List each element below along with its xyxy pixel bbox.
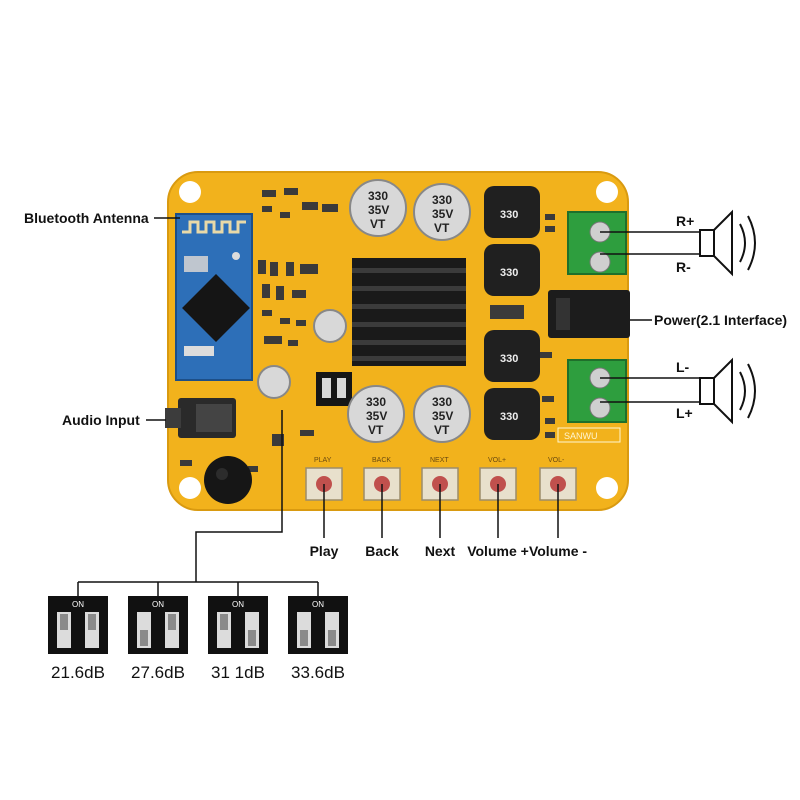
dip-lever <box>140 630 148 646</box>
callout-lines <box>77 217 700 596</box>
dip-gain-label: 31 1dB <box>211 663 265 682</box>
button-volminus[interactable]: VOL- Volume - <box>529 457 587 559</box>
inductor-text: 330 <box>500 353 518 365</box>
r-plus-label: R+ <box>676 213 694 229</box>
capacitor-bottom-right: 330 35V VT <box>413 385 471 443</box>
r-minus-label: R- <box>676 259 691 275</box>
cap-text-1: 330 <box>432 193 452 207</box>
cap-text-2: 35V <box>432 207 453 221</box>
button-silk-label: VOL+ <box>488 457 506 464</box>
dip-on-label: ON <box>312 600 324 609</box>
cap-text-3: VT <box>434 423 450 437</box>
dip-lever <box>248 630 256 646</box>
dip-gain-label: 27.6dB <box>131 663 185 682</box>
button-label: Volume + <box>467 543 529 559</box>
button-silk-label: VOL- <box>548 457 565 464</box>
brand-silkscreen: SANWU <box>557 427 621 443</box>
inductor-4: 330 <box>484 388 540 440</box>
inductor-3: 330 <box>484 330 540 382</box>
capacitor-small <box>257 309 347 399</box>
capacitor-top-right: 330 35V VT <box>413 183 471 241</box>
bluetooth-antenna-label: Bluetooth Antenna <box>24 210 149 226</box>
cap-text-1: 330 <box>368 189 388 203</box>
dip-on-label: ON <box>232 600 244 609</box>
heatsink <box>352 258 466 366</box>
bluetooth-module <box>175 213 253 381</box>
dip-gain-label: 33.6dB <box>291 663 345 682</box>
cap-text-2: 35V <box>366 409 387 423</box>
brand-text: SANWU <box>564 431 598 441</box>
button-label: Play <box>310 543 339 559</box>
dip-lever <box>220 614 228 630</box>
capacitor-top-left: 330 35V VT <box>349 179 407 237</box>
button-volplus[interactable]: VOL+ Volume + <box>467 457 529 559</box>
button-play[interactable]: PLAY Play <box>305 457 343 559</box>
cap-text-2: 35V <box>368 203 389 217</box>
pcb-board: 330 35V VT 330 35V VT 330 35V VT 330 35V… <box>165 171 630 511</box>
mount-hole-tr <box>596 181 618 203</box>
inductor-text: 330 <box>500 411 518 423</box>
button-label: Back <box>365 543 399 559</box>
onboard-dip-switch <box>316 372 352 406</box>
dip-lever <box>328 630 336 646</box>
dip-lever <box>88 614 96 630</box>
dip-switch-2: ON1227.6dB <box>128 596 188 682</box>
cap-text-1: 330 <box>432 395 452 409</box>
l-minus-label: L- <box>676 359 690 375</box>
mount-hole-tl <box>179 181 201 203</box>
dip-on-label: ON <box>152 600 164 609</box>
button-silk-label: PLAY <box>314 457 332 464</box>
audio-input-jack <box>165 398 236 438</box>
button-label: Next <box>425 543 456 559</box>
terminal-right <box>567 211 627 275</box>
dip-lever <box>300 630 308 646</box>
button-next[interactable]: NEXT Next <box>421 457 459 559</box>
power-label: Power(2.1 Interface) <box>654 312 787 328</box>
cap-text-3: VT <box>370 217 386 231</box>
inductor-text: 330 <box>500 267 518 279</box>
button-label: Volume - <box>529 543 587 559</box>
dip-gain-label: 21.6dB <box>51 663 105 682</box>
mount-hole-br <box>596 477 618 499</box>
mount-hole-bl <box>179 477 201 499</box>
dip-on-label: ON <box>72 600 84 609</box>
dip-switch-4: ON1233.6dB <box>288 596 348 682</box>
l-plus-label: L+ <box>676 405 693 421</box>
dip-lever <box>60 614 68 630</box>
microphone <box>204 456 252 504</box>
button-back[interactable]: BACK Back <box>363 457 401 559</box>
terminal-left <box>567 359 627 423</box>
cap-text-1: 330 <box>366 395 386 409</box>
cap-text-3: VT <box>368 423 384 437</box>
speaker-right-icon <box>699 209 756 277</box>
button-silk-label: BACK <box>372 457 391 464</box>
cap-text-2: 35V <box>432 409 453 423</box>
button-silk-label: NEXT <box>430 457 449 464</box>
power-jack <box>548 290 630 338</box>
cap-text-3: VT <box>434 221 450 235</box>
dip-lever <box>168 614 176 630</box>
gain-dip-switches: ON1221.6dB ON1227.6dB ON1231 1dB ON1233.6dB <box>48 596 348 682</box>
dip-switch-3: ON1231 1dB <box>208 596 268 682</box>
capacitor-bottom-left: 330 35V VT <box>347 385 405 443</box>
smd-components <box>180 188 555 472</box>
dip-switch-1: ON1221.6dB <box>48 596 108 682</box>
inductor-text: 330 <box>500 209 518 221</box>
inductor-1: 330 <box>484 186 540 238</box>
speaker-left-icon <box>699 357 756 425</box>
audio-input-label: Audio Input <box>62 412 140 428</box>
inductor-2: 330 <box>484 244 540 296</box>
